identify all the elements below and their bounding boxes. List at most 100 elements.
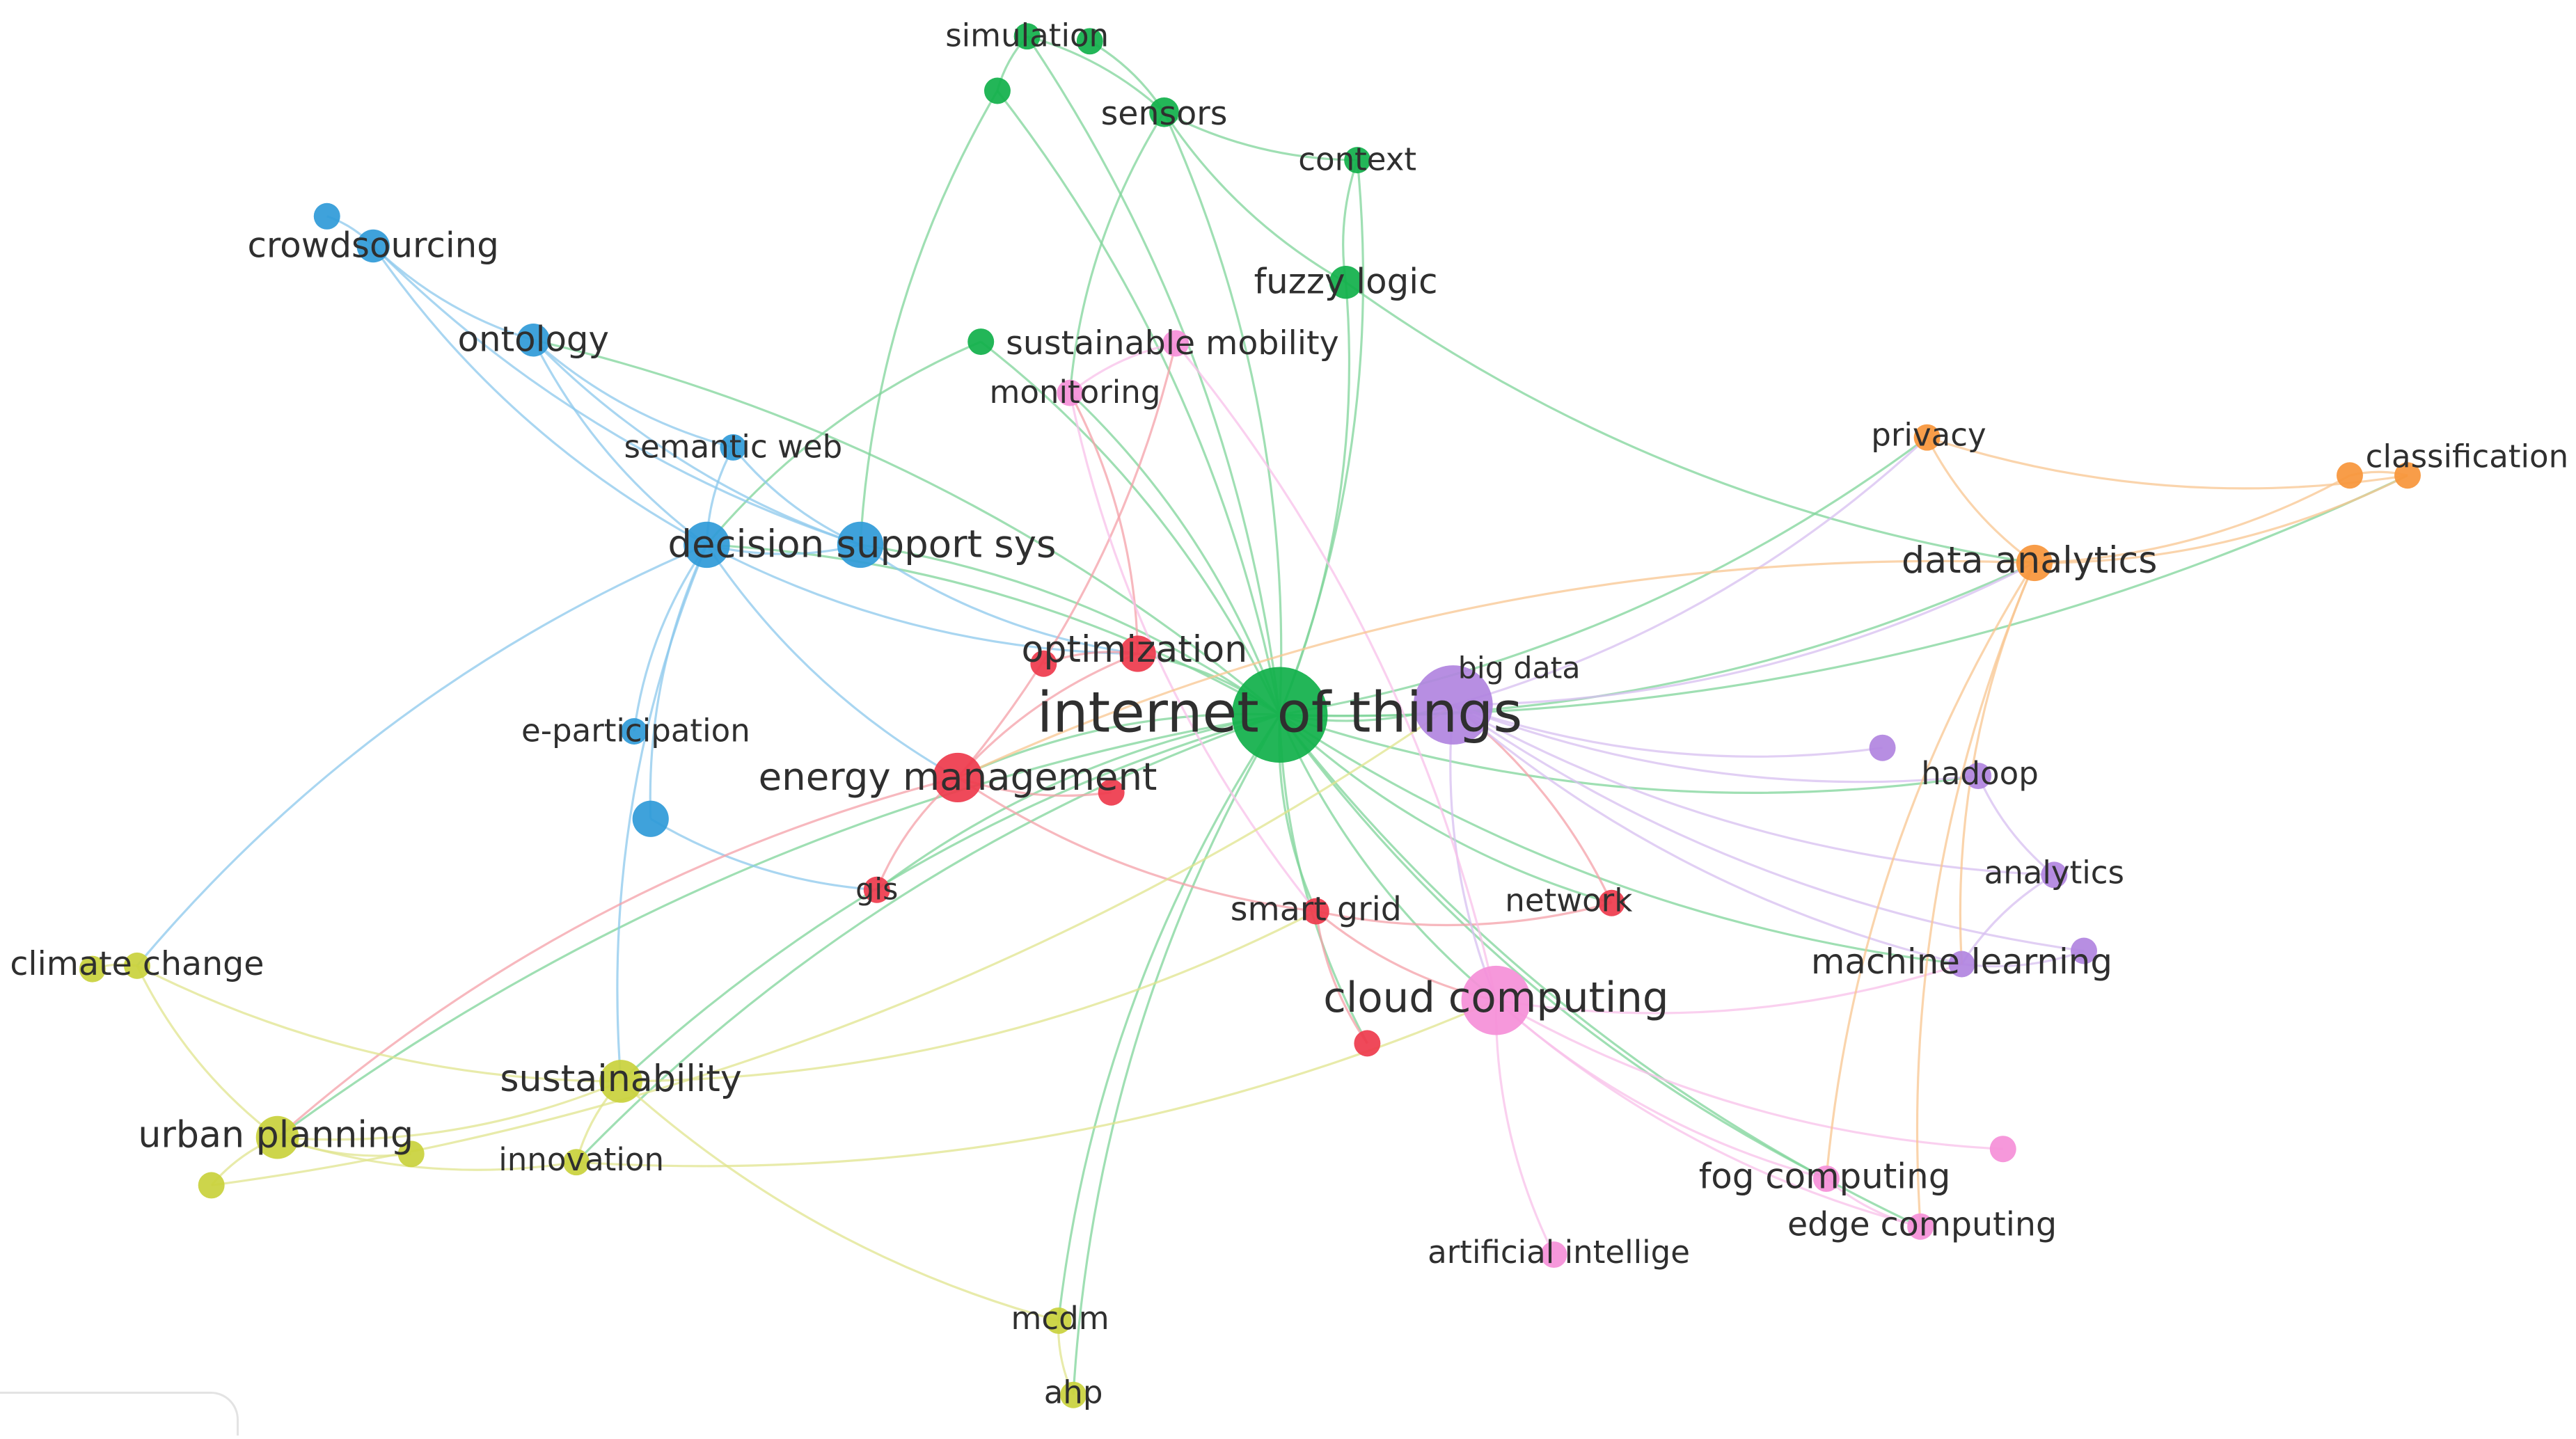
- node-machine-learning[interactable]: [1948, 951, 1975, 978]
- edge-data-analytics-edge-computing: [1915, 562, 2036, 1227]
- node-network[interactable]: [1598, 889, 1625, 916]
- node-ahp[interactable]: [1060, 1381, 1087, 1408]
- edge-internet-of-things-sustainability: [619, 713, 1281, 1083]
- node-green-small[interactable]: [983, 77, 1011, 104]
- node-fuzzy-logic[interactable]: [1329, 265, 1363, 299]
- node-semantic-web[interactable]: [720, 434, 747, 461]
- node-innovation[interactable]: [563, 1149, 590, 1176]
- node-context[interactable]: [1344, 147, 1371, 174]
- edge-internet-of-things-decision-support: [706, 543, 1281, 716]
- node-purple-ml[interactable]: [2071, 937, 2097, 964]
- edge-internet-of-things-green-mid: [980, 340, 1281, 715]
- node-edge-computing[interactable]: [1907, 1213, 1934, 1240]
- edge-internet-of-things-innovation: [575, 713, 1281, 1163]
- edge-ontology-decision-support: [532, 340, 708, 546]
- node-sustainable-mobility[interactable]: [1162, 330, 1190, 357]
- edge-hadoop-analytics: [1977, 775, 2055, 876]
- edge-internet-of-things-network: [1279, 714, 1612, 905]
- node-data-analytics[interactable]: [2016, 544, 2053, 582]
- label-sustainable-mobility: sustainable mobility: [1006, 324, 1339, 363]
- node-simulation[interactable]: [1013, 23, 1041, 50]
- edge-sensors-context: [1163, 111, 1358, 161]
- node-sustainability[interactable]: [599, 1060, 642, 1103]
- edge-cloud-computing-artificial-intelligence: [1494, 1000, 1555, 1255]
- label-artificial-intelligence: artificial intellige: [1428, 1234, 1690, 1271]
- node-artificial-intelligence[interactable]: [1540, 1241, 1567, 1269]
- node-smart-grid[interactable]: [1302, 898, 1329, 925]
- edge-decision-support-energy-management: [706, 544, 958, 779]
- node-pink-small[interactable]: [1989, 1136, 2016, 1163]
- node-e-participation[interactable]: [621, 718, 647, 745]
- edge-sensors-simulation: [1027, 35, 1165, 113]
- node-monitoring[interactable]: [1057, 379, 1084, 406]
- node-purple-small[interactable]: [1869, 734, 1896, 761]
- edge-smart-grid-network: [1315, 902, 1612, 927]
- label-hadoop: hadoop: [1921, 755, 2039, 792]
- edge-climate-change-sustainability: [136, 964, 622, 1083]
- edge-sustainability-smart-grid: [621, 910, 1317, 1083]
- node-hadoop[interactable]: [1965, 763, 1992, 790]
- edge-internet-of-things-fog-computing: [1279, 714, 1827, 1180]
- node-mcdm[interactable]: [1045, 1307, 1072, 1334]
- node-urban-planning[interactable]: [255, 1115, 299, 1159]
- node-classification[interactable]: [2394, 462, 2421, 489]
- edge-sustainability-mcdm: [619, 1080, 1059, 1322]
- node-cloud-computing[interactable]: [1461, 965, 1531, 1035]
- node-yellow-low[interactable]: [397, 1140, 425, 1168]
- label-big-data: big data: [1458, 651, 1581, 686]
- node-optimization-b[interactable]: [1030, 650, 1057, 677]
- node-gis[interactable]: [863, 876, 890, 903]
- node-simulation-b[interactable]: [1076, 28, 1103, 55]
- edge-big-data-cloud-computing: [1449, 704, 1497, 1001]
- edge-machine-learning-purple-ml: [1961, 950, 2085, 968]
- label-gis: gis: [855, 873, 898, 907]
- node-red-small[interactable]: [1098, 779, 1125, 806]
- edge-crowdsourcing-decision-support-b: [372, 245, 861, 546]
- edge-crowdsourcing-decision-support: [372, 245, 708, 546]
- edge-decision-support-sustainability: [616, 544, 708, 1082]
- node-crowdsourcing[interactable]: [356, 229, 390, 263]
- node-climate-b[interactable]: [79, 955, 106, 983]
- edge-cloud-computing-machine-learning: [1496, 962, 1962, 1015]
- node-layer: [79, 23, 2421, 1408]
- edge-privacy-classification: [1927, 436, 2408, 490]
- edge-climate-change-urban-planning: [136, 965, 278, 1138]
- edge-optimization-energy-management: [956, 652, 1139, 779]
- label-classification: classification: [2366, 438, 2568, 475]
- node-internet-of-things[interactable]: [1231, 667, 1328, 763]
- edge-sustainable-mobility-monitoring: [1069, 342, 1176, 394]
- node-analytics[interactable]: [2041, 861, 2068, 889]
- edge-smart-grid-red-low: [1315, 911, 1368, 1044]
- node-orange-small[interactable]: [2336, 462, 2363, 489]
- node-energy-management[interactable]: [933, 752, 983, 803]
- edge-blue-low-gis: [649, 818, 877, 891]
- node-green-mid[interactable]: [967, 328, 995, 356]
- edge-decision-support-e-participation: [633, 543, 708, 732]
- edge-big-data-hadoop: [1453, 703, 1979, 784]
- edge-internet-of-things-gis: [876, 713, 1280, 891]
- edge-cloud-computing-pink-small: [1495, 999, 2003, 1150]
- label-monitoring: monitoring: [989, 374, 1160, 411]
- node-crowd-small[interactable]: [313, 202, 340, 230]
- node-fog-computing[interactable]: [1812, 1165, 1840, 1192]
- node-ontology[interactable]: [516, 323, 551, 357]
- label-innovation: innovation: [498, 1141, 664, 1178]
- node-red-low[interactable]: [1354, 1030, 1381, 1057]
- node-climate-change[interactable]: [123, 952, 150, 979]
- node-big-data[interactable]: [1413, 665, 1493, 745]
- node-decision-support-b[interactable]: [837, 521, 884, 569]
- label-crowdsourcing: crowdsourcing: [247, 225, 498, 265]
- node-sensors[interactable]: [1149, 97, 1179, 127]
- edge-internet-of-things-machine-learning: [1279, 713, 1962, 966]
- edge-layer: [92, 35, 2408, 1396]
- node-privacy[interactable]: [1913, 424, 1941, 451]
- label-climate-change: climate change: [10, 945, 264, 983]
- label-analytics: analytics: [1984, 854, 2124, 891]
- edge-internet-of-things-ahp: [1072, 714, 1281, 1395]
- label-fuzzy-logic: fuzzy logic: [1254, 262, 1438, 302]
- node-decision-support[interactable]: [683, 521, 730, 569]
- node-optimization[interactable]: [1119, 635, 1156, 672]
- node-yellow-small[interactable]: [198, 1172, 225, 1199]
- edge-fuzzy-logic-data-analytics: [1345, 281, 2035, 564]
- node-blue-low[interactable]: [632, 800, 669, 837]
